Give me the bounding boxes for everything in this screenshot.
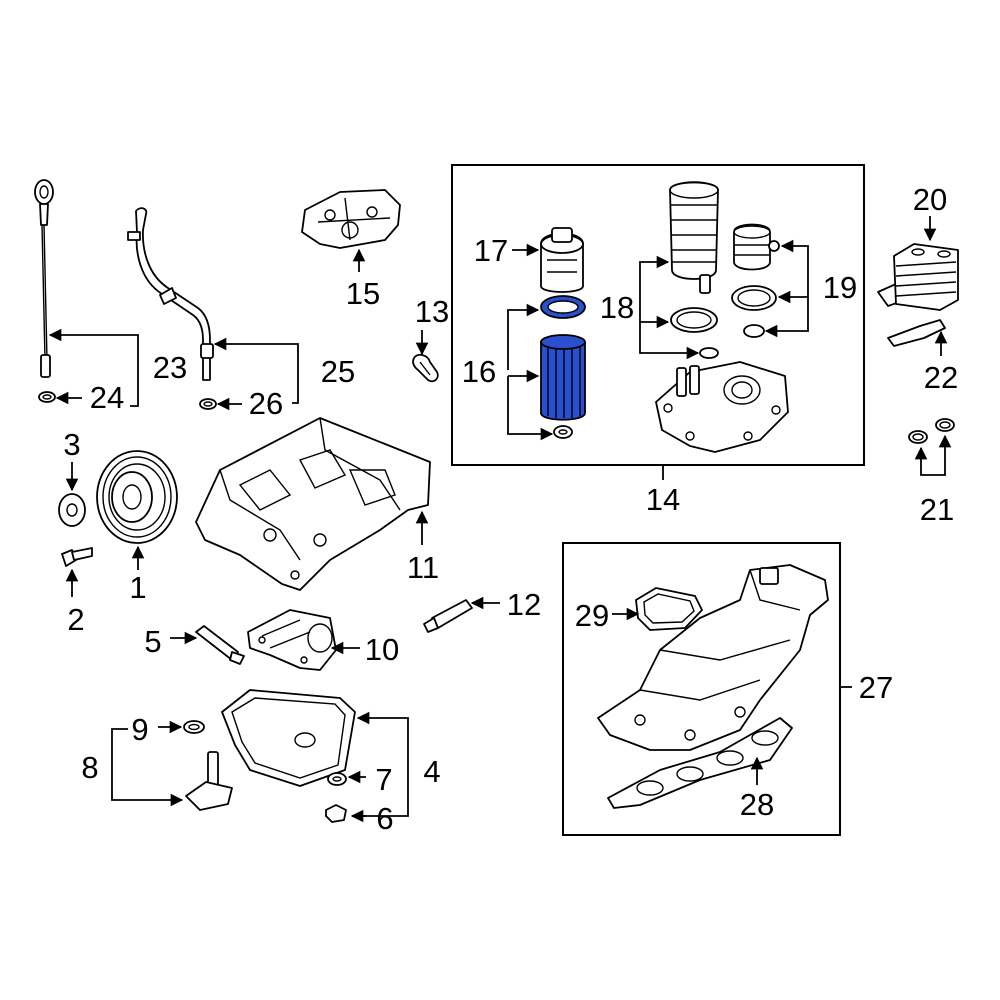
- intake-manifold-group-box: [562, 542, 841, 836]
- callout-12: 12: [507, 587, 541, 622]
- dipstick-part-23[interactable]: [34, 179, 54, 378]
- oil-cooler-part-20[interactable]: [877, 243, 959, 311]
- callout-2: 2: [67, 602, 84, 637]
- callout-8: 8: [81, 750, 98, 785]
- gasket-part-22[interactable]: [887, 319, 946, 347]
- callout-13: 13: [415, 294, 449, 329]
- callout-20: 20: [913, 182, 947, 217]
- filter-housing-body[interactable]: [655, 361, 789, 453]
- pulley-part-1[interactable]: [96, 450, 178, 544]
- oil-pump-part-10[interactable]: [247, 609, 337, 671]
- callout-28: 28: [740, 787, 774, 822]
- callout-27: 27: [859, 670, 893, 705]
- o-ring-part-26[interactable]: [199, 398, 217, 410]
- bolt-part-2[interactable]: [61, 547, 93, 567]
- housing-valve-part-19[interactable]: [731, 223, 780, 338]
- manifold-gasket-part-28[interactable]: [607, 717, 793, 809]
- washer-part-3[interactable]: [58, 493, 86, 527]
- callout-15: 15: [346, 276, 380, 311]
- callout-21: 21: [920, 492, 954, 527]
- callout-19: 19: [823, 270, 857, 305]
- filter-cap-part-17[interactable]: [540, 227, 584, 293]
- leader-lines: [48, 216, 952, 823]
- callout-24: 24: [90, 380, 124, 415]
- intake-manifold-part-27[interactable]: [597, 564, 829, 751]
- sealant-tube-part-12[interactable]: [423, 599, 473, 633]
- callout-25: 25: [321, 354, 355, 389]
- callout-7: 7: [375, 762, 392, 797]
- callout-17: 17: [474, 233, 508, 268]
- callout-14: 14: [646, 482, 680, 517]
- callout-23: 23: [153, 350, 187, 385]
- callout-5: 5: [144, 624, 161, 659]
- callout-3: 3: [63, 427, 80, 462]
- oil-filter-part-16[interactable]: [540, 295, 586, 439]
- sealant-tube-part-5[interactable]: [195, 625, 245, 665]
- callout-22: 22: [924, 360, 958, 395]
- oil-filter-housing-group-box: [451, 164, 865, 466]
- callout-1: 1: [129, 570, 146, 605]
- dipstick-tube-part-25[interactable]: [127, 207, 214, 381]
- gasket-part-29[interactable]: [635, 587, 703, 631]
- drain-plug-part-6[interactable]: [325, 804, 347, 823]
- callout-26: 26: [249, 386, 283, 421]
- callout-10: 10: [365, 632, 399, 667]
- o-rings-part-21[interactable]: [908, 418, 955, 444]
- housing-sleeve-part-18[interactable]: [669, 181, 719, 359]
- oil-level-sensor-part-8[interactable]: [185, 751, 233, 811]
- callout-labels: 1 2 3 4 5 6 7 8 9 10 11 12 13 14 15 16 1…: [63, 182, 958, 836]
- hose-part-13[interactable]: [412, 353, 439, 383]
- callout-6: 6: [376, 801, 393, 836]
- callout-4: 4: [423, 754, 440, 789]
- o-ring-part-24[interactable]: [38, 391, 56, 403]
- gasket-part-7[interactable]: [327, 772, 347, 786]
- callout-16: 16: [462, 354, 496, 389]
- callout-29: 29: [575, 598, 609, 633]
- oil-pan-upper-part-11[interactable]: [195, 417, 431, 591]
- callout-18: 18: [600, 290, 634, 325]
- oil-pan-part-4[interactable]: [221, 689, 356, 787]
- plate-part-15[interactable]: [301, 189, 401, 249]
- washer-part-9[interactable]: [183, 720, 205, 734]
- callout-11: 11: [407, 550, 439, 585]
- callout-9: 9: [131, 712, 148, 747]
